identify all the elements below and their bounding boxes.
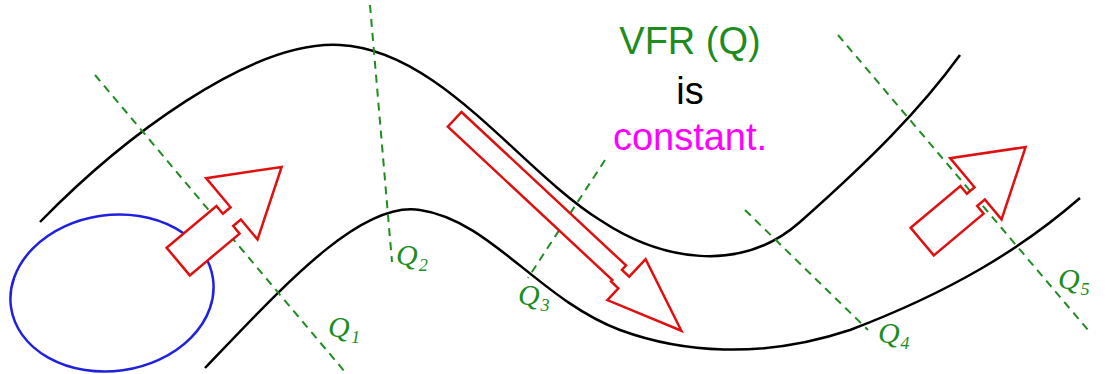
section-label: Q₄ [878,318,910,348]
section-line [370,5,392,262]
title-text: is [676,72,703,110]
section-line [745,210,868,330]
flow-arrow [149,136,308,287]
section-line [95,75,345,372]
title-text: constant. [613,118,767,156]
section-label: Q₁ [328,312,360,342]
section-line [838,35,1088,330]
section-label: Q₃ [518,280,550,310]
section-label: Q₅ [1058,264,1090,294]
section-label: Q₂ [396,240,428,270]
title-text: VFR (Q) [619,22,760,60]
flow-arrow [893,116,1052,267]
